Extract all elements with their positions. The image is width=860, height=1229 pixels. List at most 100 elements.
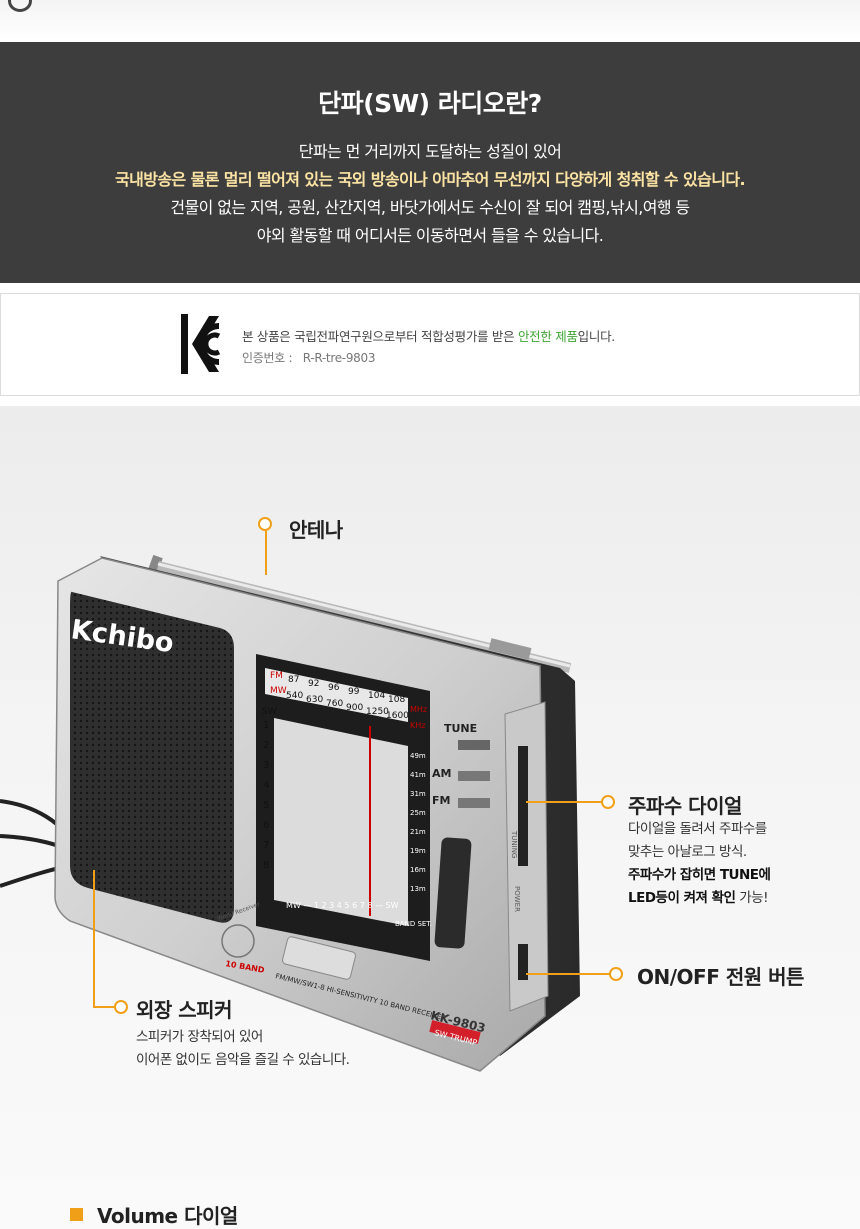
am-button[interactable]	[458, 771, 490, 781]
dial-desc-line-4-bold: LED등이 켜져 확인	[628, 890, 736, 906]
cert-text-after: 입니다.	[577, 329, 616, 344]
power-callout-line	[526, 973, 610, 975]
sw-band-number: 8	[263, 860, 269, 871]
speaker-desc-line-2: 이어폰 없이도 음악을 즐길 수 있습니다.	[136, 1052, 350, 1068]
dial-callout-desc: 다이얼을 돌려서 주파수를 맞추는 아날로그 방식. 주파수가 잡히면 TUNE…	[628, 818, 771, 910]
speaker-callout-title: 외장 스피커	[136, 998, 232, 1022]
intro-line-4: 야외 활동할 때 어디서든 이동하면서 들을 수 있습니다.	[256, 226, 604, 245]
meter-band-label: 19m	[410, 847, 426, 855]
antenna-callout-title: 안테나	[289, 518, 343, 542]
antenna-callout-line	[265, 531, 267, 575]
band-scale: MW — 1 2 3 4 5 6 7 8 — SW	[286, 901, 399, 910]
power-side-label: POWER	[513, 886, 521, 912]
fm-button[interactable]	[458, 798, 490, 808]
sw-band-number: 3	[263, 760, 269, 771]
speaker-callout-desc: 스피커가 장착되어 있어 이어폰 없이도 음악을 즐길 수 있습니다.	[136, 1026, 350, 1072]
fm-scale-value: 108	[388, 695, 405, 705]
speaker-callout-dot	[114, 1000, 128, 1014]
mw-scale-value: 540	[286, 691, 303, 701]
intro-line-3: 건물이 없는 지역, 공원, 산간지역, 바닷가에서도 수신이 잘 되어 캠핑,…	[170, 198, 690, 217]
speaker-grille	[70, 591, 234, 923]
intro-title: 단파(SW) 라디오란?	[318, 89, 542, 118]
sw-band-number: 7	[263, 840, 269, 851]
meter-band-label: 31m	[410, 790, 426, 798]
mw-scale-value: 1250	[366, 707, 389, 717]
fm-unit: MHz	[410, 705, 427, 714]
cable-fragment	[8, 0, 32, 12]
dial-callout-dot	[601, 795, 615, 809]
fm-scale-value: 99	[348, 687, 360, 697]
meter-band-label: 25m	[410, 809, 426, 817]
product-feature-stage: Kchibo FM MW SW MHz KHz MW — 1 2 3 4 5 6…	[0, 406, 860, 1229]
tuning-dial-wheel[interactable]	[518, 746, 528, 866]
band-slide-switch[interactable]	[282, 936, 357, 980]
band-set-label: BAND SET.	[395, 920, 432, 928]
fm-scale-value: 104	[368, 691, 385, 701]
am-fm-rocker-switch[interactable]	[434, 837, 472, 949]
meter-band-label: 13m	[410, 885, 426, 893]
mw-scale-value: 630	[306, 695, 323, 705]
cert-number-value: R-R-tre-9803	[302, 351, 376, 365]
dial-scale-text: FM MW SW MHz KHz MW — 1 2 3 4 5 6 7 8 — …	[262, 671, 432, 928]
tune-led-indicator	[458, 740, 490, 750]
tuning-side-label: TUNING	[510, 830, 518, 858]
meter-band-label: 41m	[410, 771, 426, 779]
world-receiver-globe-icon	[221, 924, 255, 958]
intro-line-1: 단파는 먼 거리까지 도달하는 성질이 있어	[298, 142, 562, 161]
intro-section: 단파(SW) 라디오란? 단파는 먼 거리까지 도달하는 성질이 있어 국내방송…	[0, 42, 860, 283]
power-callout-dot	[609, 967, 623, 981]
kc-mark-icon	[181, 314, 221, 374]
fm-scale-value: 96	[328, 683, 340, 693]
mw-label: MW	[270, 686, 287, 696]
orange-square-bullet-icon	[70, 1208, 83, 1221]
power-switch[interactable]	[518, 944, 528, 980]
sw-band-number: 4	[263, 780, 269, 791]
fm-scale-value: 92	[308, 679, 319, 689]
band-switches: TUNE AM FM	[432, 722, 490, 808]
am-label: AM	[432, 767, 451, 780]
sw-band-number: 1	[263, 720, 269, 731]
sw-band-numbers: 1 2 3 4 5 6 7 8	[263, 720, 269, 871]
dial-desc-line-3: 주파수가 잡히면 TUNE에	[628, 867, 771, 883]
meter-band-label: 16m	[410, 866, 426, 874]
speaker-desc-line-1: 스피커가 장착되어 있어	[136, 1029, 263, 1045]
sw-band-number: 5	[263, 800, 269, 811]
intro-lines: 단파는 먼 거리까지 도달하는 성질이 있어 국내방송은 물론 멀리 떨어져 있…	[0, 138, 860, 250]
mw-scale-value: 900	[346, 703, 363, 713]
dial-callout-title: 주파수 다이얼	[628, 794, 742, 818]
dial-desc-line-4-tail: 가능!	[735, 890, 768, 906]
cert-text-before: 본 상품은 국립전파연구원으로부터 적합성평가를 받은	[242, 329, 515, 344]
certification-text: 본 상품은 국립전파연구원으로부터 적합성평가를 받은 안전한 제품입니다.	[242, 326, 615, 345]
speaker-callout-line-horizontal	[93, 1006, 115, 1008]
top-image-strip	[0, 0, 860, 42]
certification-number: 인증번호 : R-R-tre-9803	[242, 349, 375, 366]
meter-band-label: 21m	[410, 828, 426, 836]
dial-desc-line-2: 맞추는 아날로그 방식.	[628, 844, 747, 860]
sw-trump-badge	[429, 1020, 481, 1044]
dial-callout-line	[526, 801, 604, 803]
mw-scale-value: 760	[326, 699, 343, 709]
radio-illustration: Kchibo FM MW SW MHz KHz MW — 1 2 3 4 5 6…	[0, 554, 580, 1072]
cert-safe-label: 안전한 제품	[517, 329, 578, 344]
meter-band-labels: 49m 41m 31m 25m 21m 19m 16m 13m	[410, 752, 426, 893]
sw-label: SW	[262, 707, 277, 717]
tune-label: TUNE	[444, 722, 477, 735]
fm-scale-value: 87	[288, 675, 299, 685]
cert-number-label: 인증번호 :	[242, 351, 293, 365]
mw-scale-value: 1600	[386, 711, 409, 721]
certification-box: 본 상품은 국립전파연구원으로부터 적합성평가를 받은 안전한 제품입니다. 인…	[0, 293, 860, 396]
volume-heading-text: Volume 다이얼	[97, 1204, 238, 1228]
speaker-callout-line-vertical	[93, 870, 95, 1006]
mw-unit: KHz	[410, 721, 425, 730]
power-callout-title: ON/OFF 전원 버튼	[637, 965, 804, 989]
dial-desc-line-1: 다이얼을 돌려서 주파수를	[628, 821, 767, 837]
meter-band-label: 49m	[410, 752, 426, 760]
sw-band-number: 6	[263, 820, 269, 831]
fm-switch-label: FM	[432, 794, 450, 807]
antenna	[147, 554, 572, 673]
intro-line-2-highlight: 국내방송은 물론 멀리 떨어져 있는 국외 방송이나 아마추어 무선까지 다양하…	[115, 170, 746, 189]
sw-band-number: 2	[263, 740, 269, 751]
fm-label: FM	[270, 671, 283, 681]
